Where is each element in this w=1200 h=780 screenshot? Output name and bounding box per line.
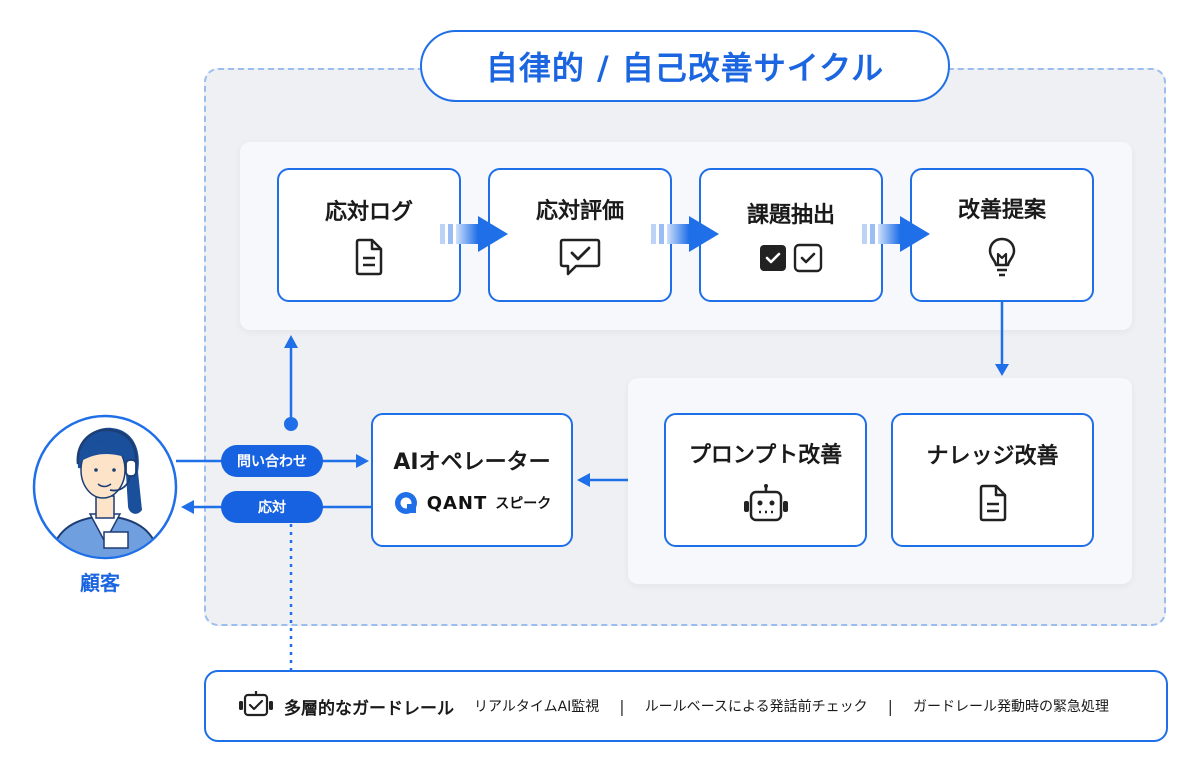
diagram-title: 自律的 / 自己改善サイクル: [420, 30, 950, 102]
flow-arrow-icon: [862, 216, 930, 252]
response-pill: 応対: [221, 491, 323, 523]
chat-check-icon: [558, 237, 602, 277]
title-text: 自律的 / 自己改善サイクル: [485, 49, 885, 87]
qant-brand-sub: スピーク: [495, 496, 552, 512]
improvement-label: ナレッジ改善: [926, 444, 1059, 469]
improvement-box-knowledge: ナレッジ改善: [891, 413, 1094, 547]
qant-logo-icon: [393, 490, 419, 516]
monitor-check-icon: [238, 690, 274, 722]
customer-label: 顧客: [80, 571, 120, 595]
lightbulb-icon: [987, 236, 1017, 278]
qant-brand-text: QANT: [426, 492, 488, 514]
guardrail-item: ガードレール発動時の緊急処理: [912, 699, 1109, 715]
improvement-label: プロンプト改善: [688, 443, 843, 468]
guardrail-bar: 多層的なガードレール リアルタイムAI監視 | ルールベースによる発話前チェック…: [204, 670, 1168, 742]
improvement-box-prompt: プロンプト改善: [664, 413, 867, 547]
guardrail-separator: |: [887, 696, 893, 716]
checkbox-icon: [758, 243, 824, 273]
arrow-left-operator: [577, 473, 628, 487]
customer-avatar: [32, 414, 178, 560]
guardrail-item: リアルタイムAI監視: [474, 699, 600, 715]
step-box-evaluation: 応対評価: [488, 168, 672, 302]
step-label: 応対評価: [535, 199, 624, 224]
step-box-log: 応対ログ: [277, 168, 461, 302]
inquiry-pill: 問い合わせ: [221, 445, 323, 477]
qant-logo: QANT スピーク: [393, 490, 552, 516]
flow-arrow-icon: [651, 216, 719, 252]
step-label: 改善提案: [957, 198, 1046, 223]
arrow-down-improvements: [995, 302, 1009, 376]
response-label: 応対: [258, 500, 286, 516]
ai-operator-box: AIオペレーター QANT スピーク: [371, 413, 573, 547]
flow-arrow-icon: [440, 216, 508, 252]
step-label: 応対ログ: [324, 200, 413, 225]
robot-icon: [742, 483, 790, 523]
step-label: 課題抽出: [746, 203, 835, 228]
step-box-proposal: 改善提案: [910, 168, 1094, 302]
guardrail-separator: |: [619, 696, 625, 716]
document-icon: [978, 484, 1008, 522]
guardrail-title: 多層的なガードレール: [284, 698, 454, 719]
arrow-up-log: [284, 335, 298, 431]
inquiry-label: 問い合わせ: [237, 454, 307, 470]
document-icon: [354, 238, 384, 276]
operator-title: AIオペレーター: [393, 450, 551, 475]
guardrail-item: ルールベースによる発話前チェック: [644, 699, 868, 715]
